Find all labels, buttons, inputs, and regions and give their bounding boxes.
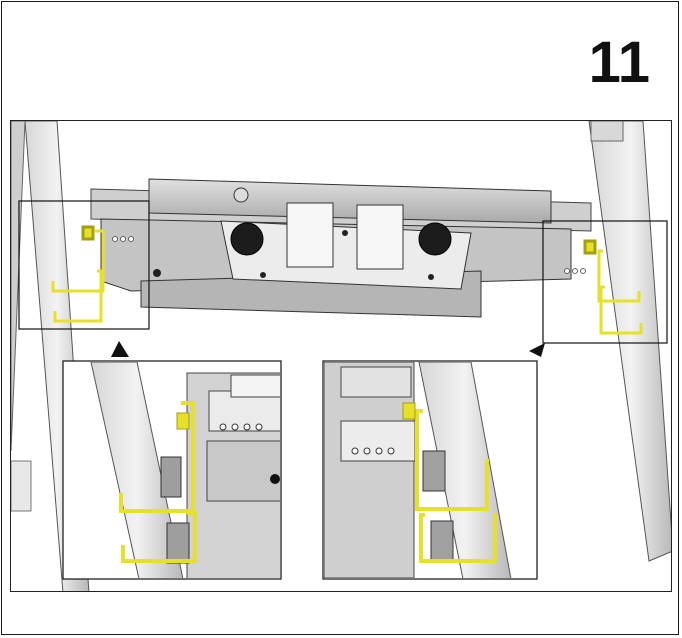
- left-detail-inset: [62, 360, 282, 580]
- assembly-illustration: [10, 120, 672, 592]
- right-knob: [418, 222, 452, 256]
- left-callout-frame: [18, 200, 150, 330]
- right-upright-post: [588, 121, 671, 562]
- right-detail-inset: [322, 360, 538, 580]
- right-u-bracket: [583, 239, 643, 335]
- crossbar-assembly: [90, 178, 592, 318]
- step-number: 11: [588, 30, 650, 95]
- left-u-bracket: [51, 225, 105, 323]
- right-callout-frame: [542, 220, 668, 344]
- left-knob: [230, 222, 264, 256]
